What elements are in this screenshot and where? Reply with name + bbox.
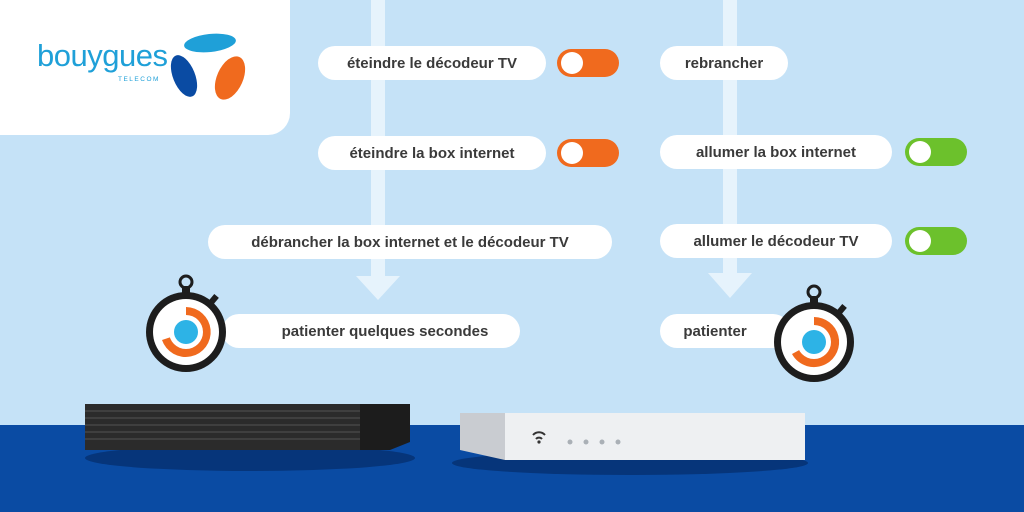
brand-logo-icon — [170, 33, 246, 100]
step-turn-off-box: éteindre la box internet — [318, 136, 546, 170]
wifi-icon — [532, 431, 546, 444]
step-turn-off-decoder: éteindre le décodeur TV — [318, 46, 546, 80]
toggle-box-off[interactable] — [557, 139, 619, 167]
brand-wordmark: bouygues — [37, 38, 168, 73]
toggle-knob — [909, 230, 931, 252]
tv-decoder — [85, 404, 415, 471]
stopwatch-icon — [146, 274, 226, 372]
step-wait: patienter — [660, 314, 790, 348]
flow-arrow-right-head — [708, 273, 752, 298]
toggle-decoder-on[interactable] — [905, 227, 967, 255]
flow-arrow-left-head — [356, 276, 400, 300]
brand-subtitle: TELECOM — [118, 76, 160, 83]
step-turn-on-box: allumer la box internet — [660, 135, 892, 169]
step-wait-seconds: patienter quelques secondes — [222, 314, 520, 348]
toggle-decoder-off[interactable] — [557, 49, 619, 77]
toggle-knob — [909, 141, 931, 163]
internet-box — [452, 413, 808, 475]
step-replug: rebrancher — [660, 46, 788, 80]
step-turn-on-decoder: allumer le décodeur TV — [660, 224, 892, 258]
logo-card: bouygues TELECOM — [0, 0, 290, 135]
step-unplug: débrancher la box internet et le décodeu… — [208, 225, 612, 259]
toggle-box-on[interactable] — [905, 138, 967, 166]
toggle-knob — [561, 52, 583, 74]
toggle-knob — [561, 142, 583, 164]
stopwatch-icon — [774, 284, 854, 382]
